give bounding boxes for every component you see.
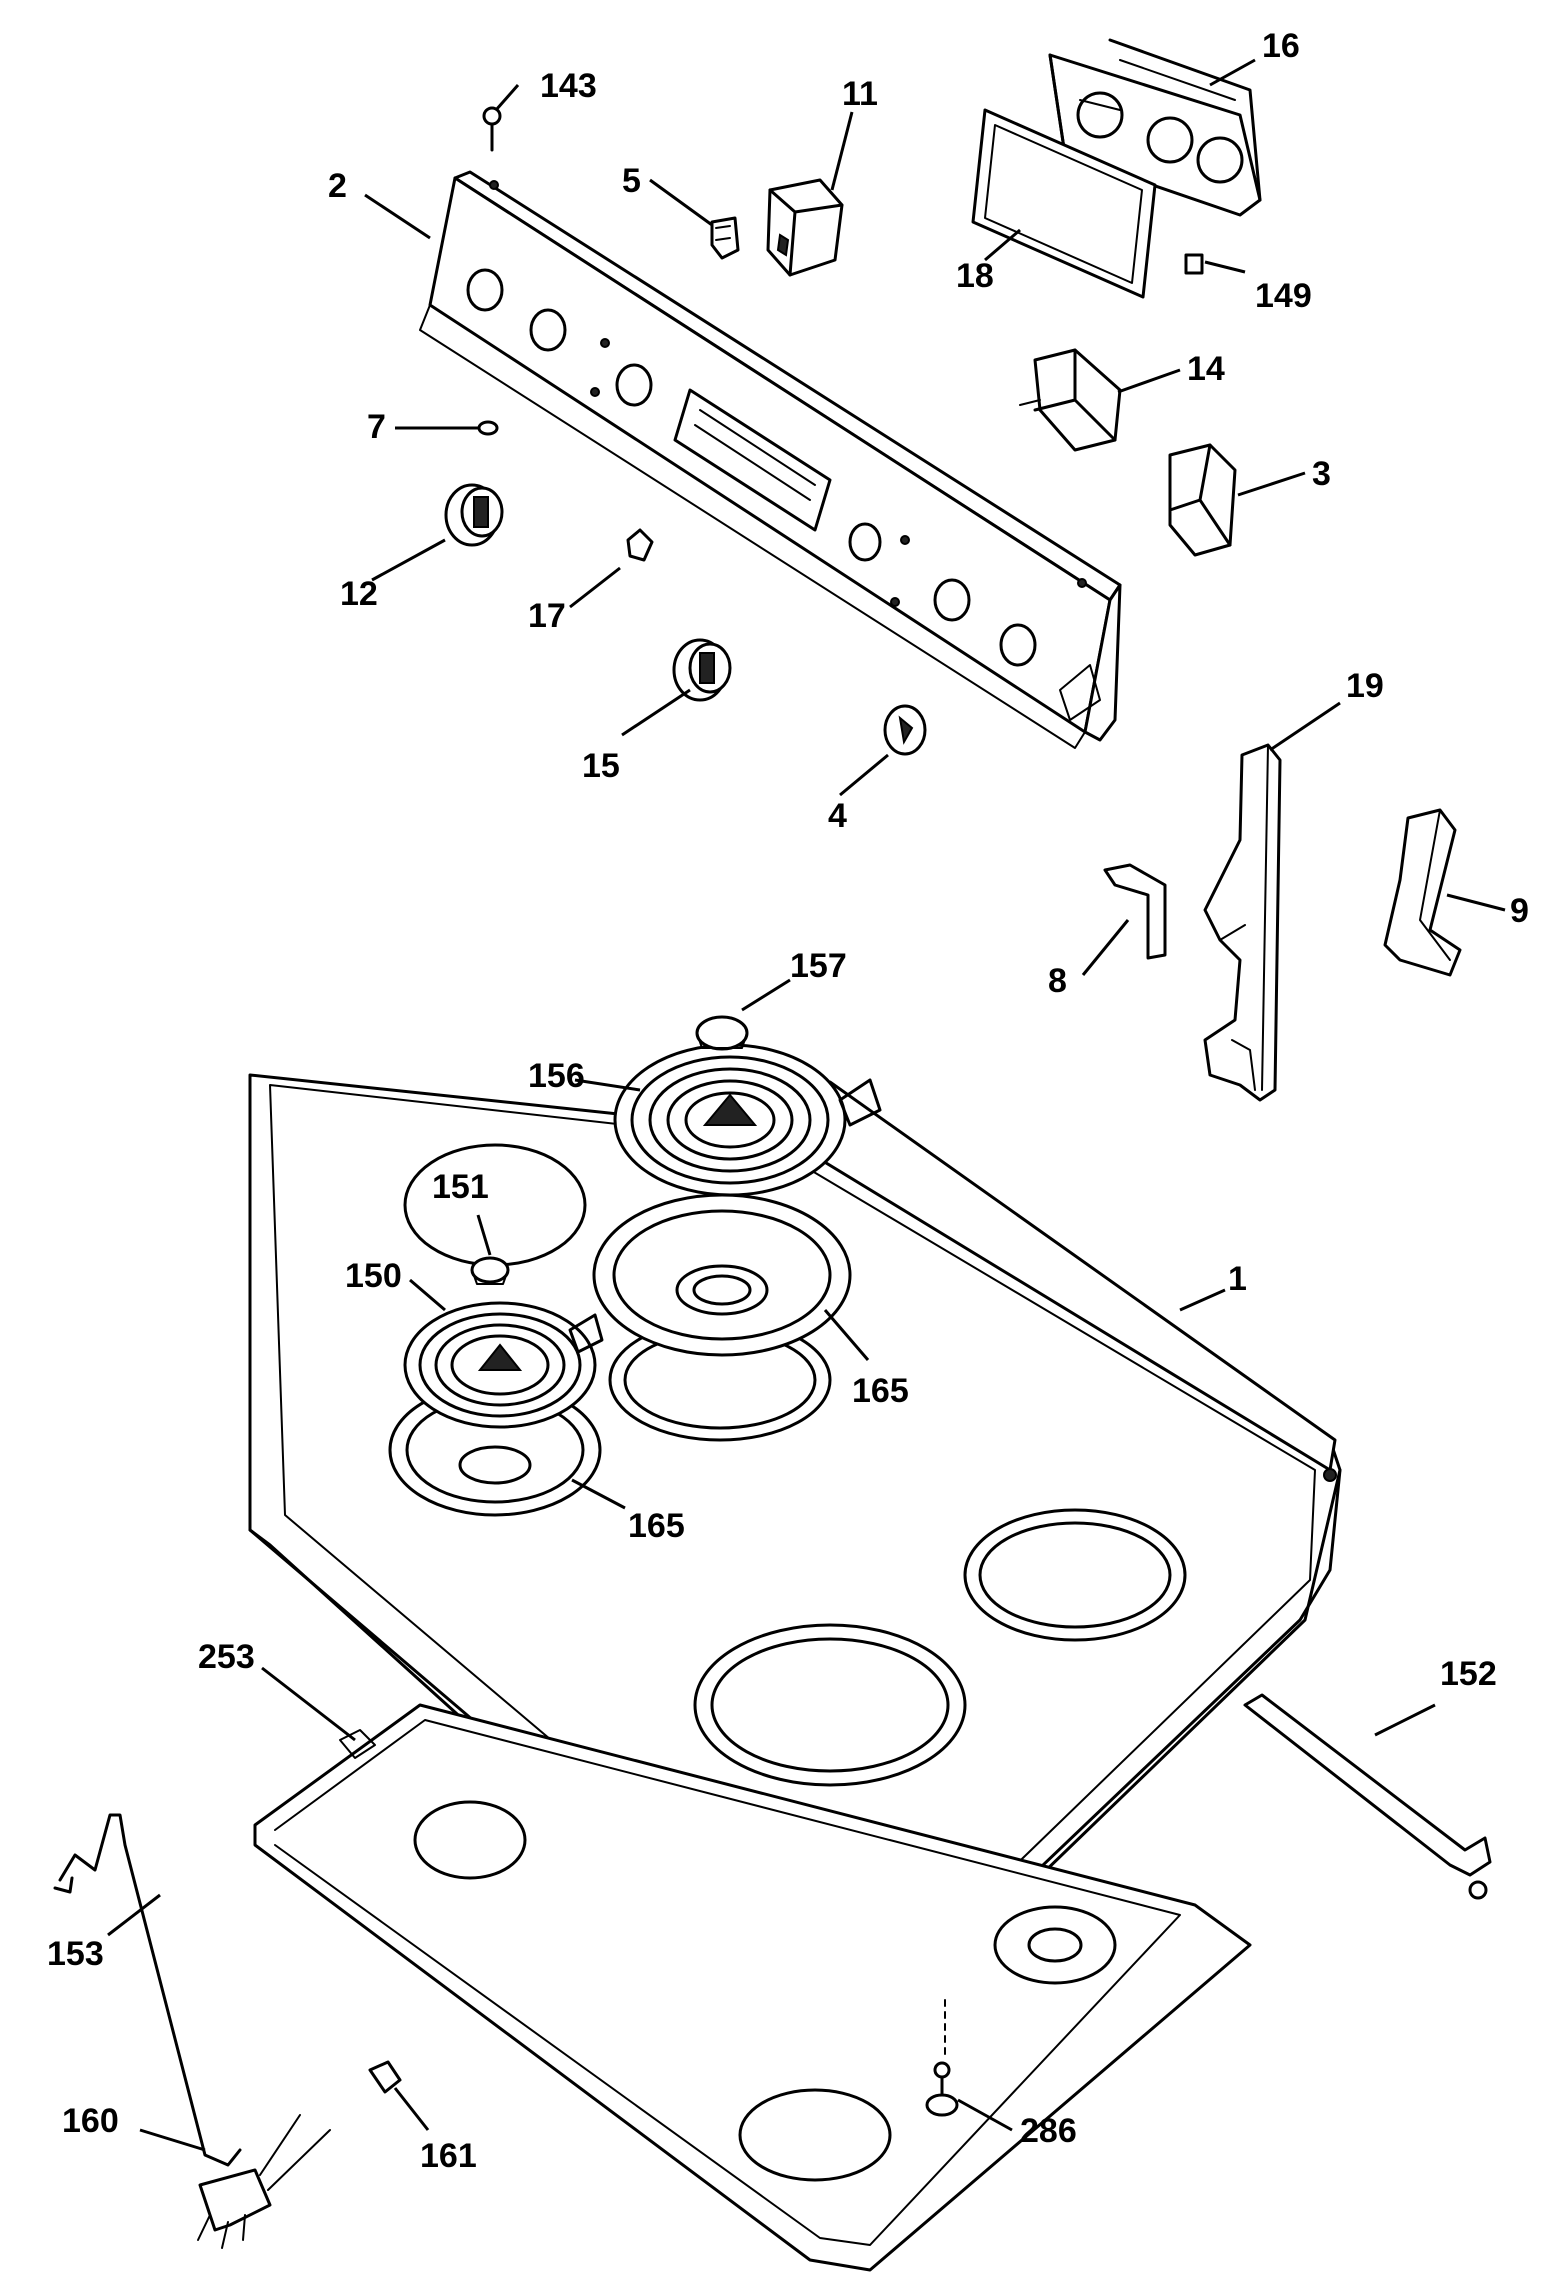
brace-152 (1243, 1693, 1492, 1900)
callout-label-157: 157 (790, 947, 847, 985)
callout-label-17: 17 (528, 597, 566, 635)
switch-3 (1168, 443, 1237, 557)
leader-lines (107, 58, 1506, 2152)
switch-5 (710, 216, 740, 260)
callout-label-152: 152 (1440, 1655, 1497, 1693)
glass-panel-18 (971, 108, 1157, 299)
callout-label-161: 161 (420, 2137, 477, 2175)
clock-timer-16 (1048, 38, 1262, 217)
callout-label-156: 156 (528, 1057, 585, 1095)
callout-label-14: 14 (1187, 350, 1225, 388)
callout-label-5: 5 (622, 162, 641, 200)
switch-11 (766, 178, 844, 277)
wire-153 (53, 1813, 242, 2167)
drip-pan-165-upper (592, 1193, 852, 1357)
callout-label-153: 153 (47, 1935, 104, 1973)
callout-label-4: 4 (828, 797, 847, 835)
knob-15 (672, 638, 732, 702)
knob-4 (883, 704, 927, 756)
switch-14 (1019, 348, 1122, 452)
clip-149 (1184, 253, 1204, 275)
callout-label-2: 2 (328, 167, 347, 205)
callout-label-19: 19 (1346, 667, 1384, 705)
bracket-8 (1103, 863, 1167, 960)
callout-label-149: 149 (1255, 277, 1312, 315)
callout-label-165-lower: 165 (628, 1507, 685, 1545)
callout-label-160: 160 (62, 2102, 119, 2140)
callout-label-150: 150 (345, 1257, 402, 1295)
callout-label-1: 1 (1228, 1260, 1247, 1298)
callout-label-16: 16 (1262, 27, 1300, 65)
callout-label-8: 8 (1048, 962, 1067, 1000)
callout-labels: 143 11 16 2 5 18 149 14 7 3 12 17 15 19 … (47, 27, 1529, 2175)
callout-label-165-upper: 165 (852, 1372, 909, 1410)
callout-label-11: 11 (842, 75, 878, 113)
cap-151 (470, 1256, 510, 1285)
control-panel-backsplash (419, 170, 1122, 749)
callout-label-7: 7 (367, 408, 386, 446)
lamp-17 (626, 528, 654, 562)
cap-157 (695, 1015, 749, 1051)
callout-label-9: 9 (1510, 892, 1529, 930)
callout-label-253: 253 (198, 1638, 255, 1676)
callout-label-151: 151 (432, 1168, 489, 1206)
burner-coil-150 (403, 1301, 604, 1429)
burner-box-253 (253, 1703, 1252, 2272)
callout-label-143: 143 (540, 67, 597, 105)
knob-12 (444, 483, 504, 547)
side-trim-9 (1383, 808, 1462, 977)
callout-label-286: 286 (1020, 2112, 1077, 2150)
screw-286 (925, 1999, 959, 2117)
callout-label-3: 3 (1312, 455, 1331, 493)
callout-label-12: 12 (340, 575, 378, 613)
pin-7 (477, 420, 499, 436)
callout-label-15: 15 (582, 747, 620, 785)
callout-label-18: 18 (956, 257, 994, 295)
side-trim-19 (1203, 743, 1282, 1102)
connector-160 (197, 2114, 331, 2249)
screw-143 (482, 106, 502, 152)
connector-161 (368, 2060, 402, 2094)
